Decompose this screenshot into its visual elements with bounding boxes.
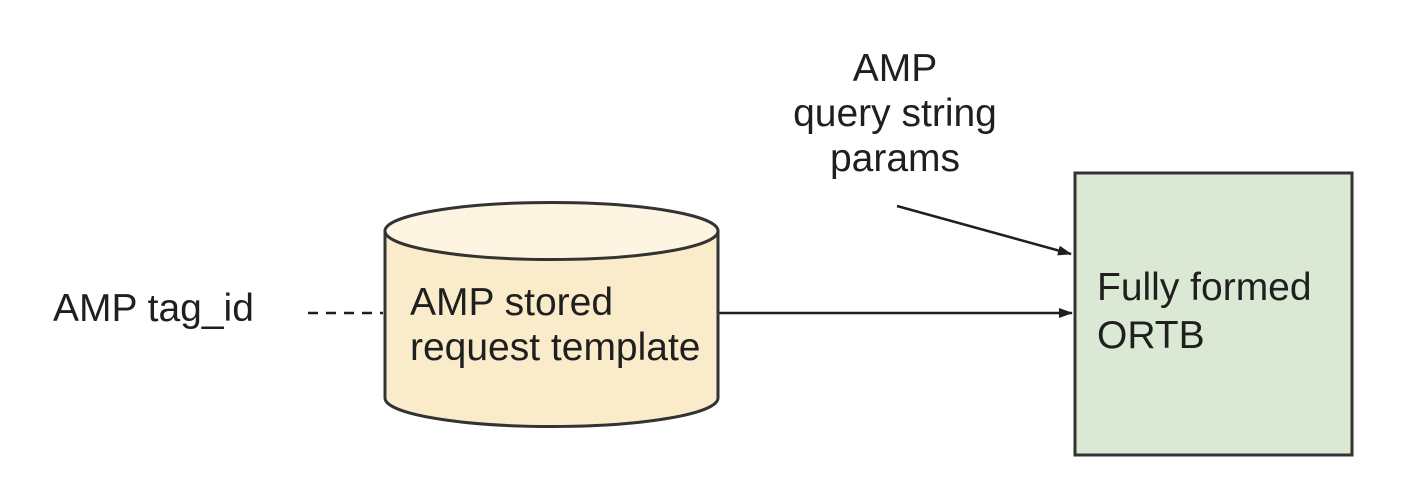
connector-query-params-to-ortb — [896, 204, 1072, 256]
fully-formed-ortb-label: Fully formed ORTB — [1097, 266, 1312, 357]
stored-request-cylinder-top — [383, 201, 720, 261]
stored-request-template-label: AMP stored request template — [410, 281, 701, 369]
stored-request-cylinder-body — [383, 229, 720, 428]
ortb-box — [1073, 171, 1354, 457]
amp-query-string-params-label: AMP query string params — [793, 47, 997, 180]
amp-tag-id-label: AMP tag_id — [53, 287, 254, 330]
